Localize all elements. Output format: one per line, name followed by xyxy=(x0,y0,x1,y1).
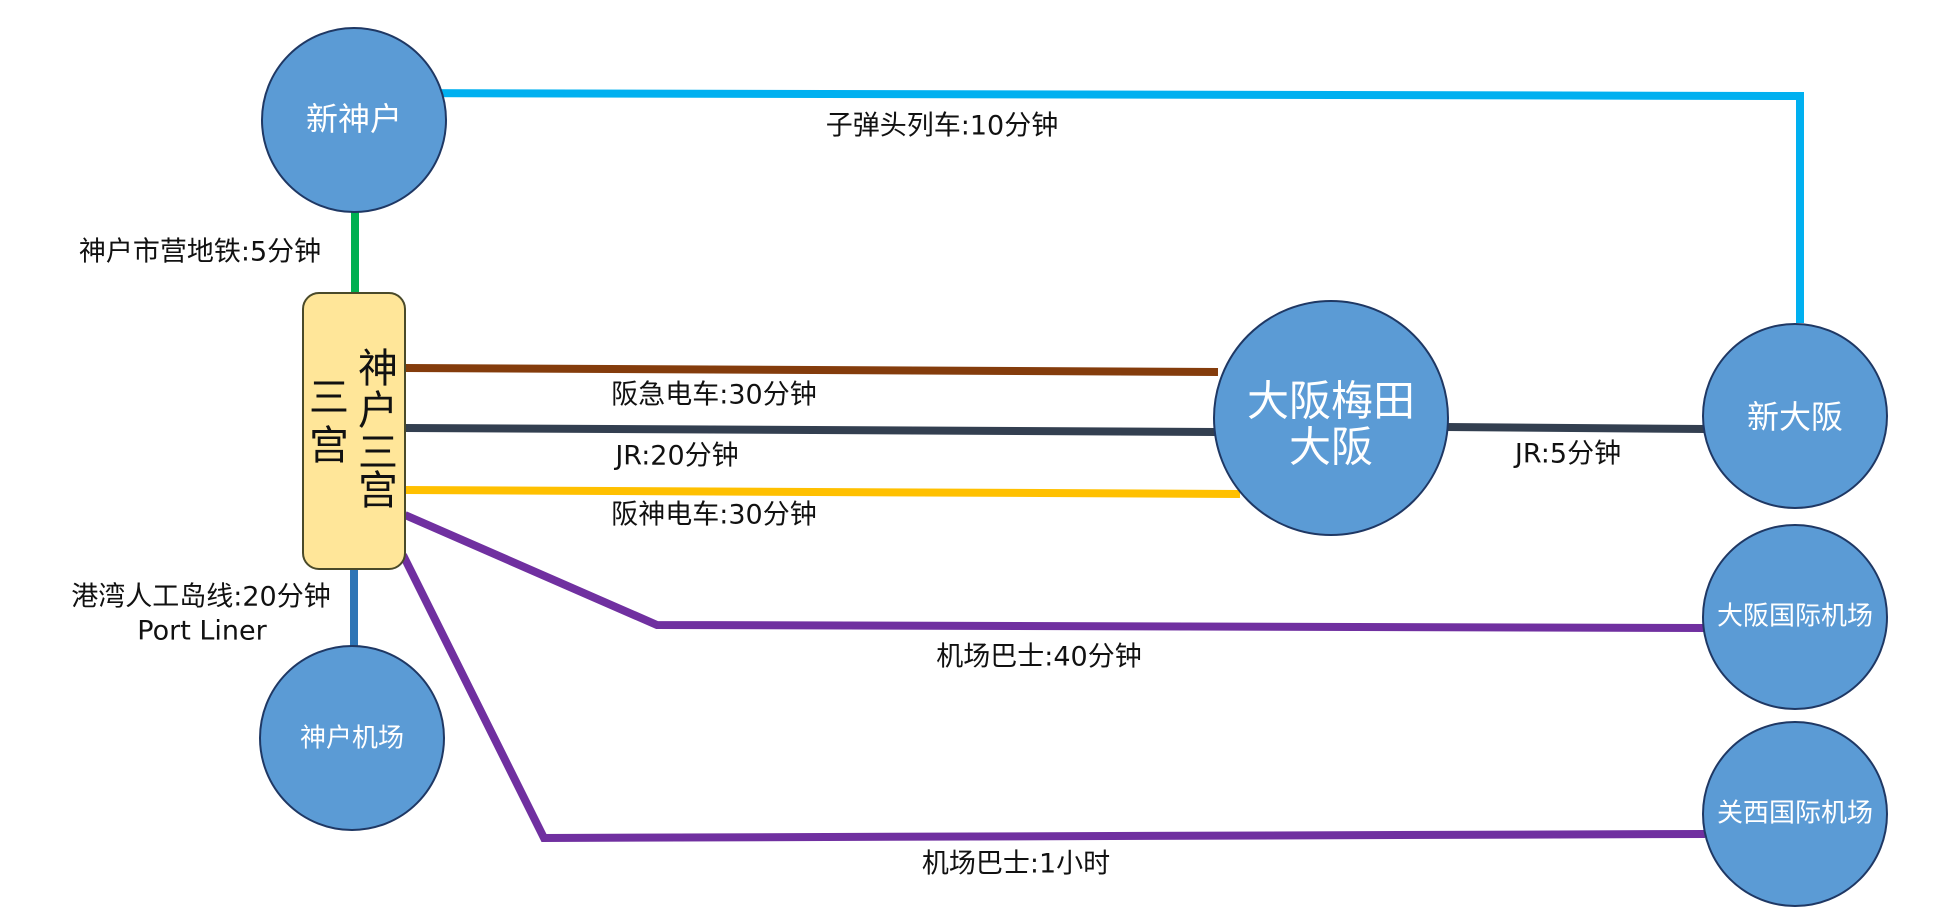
station-label: 神户机场 xyxy=(300,724,404,754)
airport-bus-kansai-line xyxy=(399,553,1706,843)
label-shinkansen: 子弹头列车:10分钟 xyxy=(826,111,1058,142)
hub-right-char: 神 xyxy=(358,346,398,392)
station-label: 新大阪 xyxy=(1747,398,1843,436)
station-shin-osaka[interactable]: 新大阪 xyxy=(1702,323,1888,509)
label-port-liner-en: Port Liner xyxy=(137,616,267,647)
hub-right-char: 三 xyxy=(358,430,398,476)
station-sannomiya-hub[interactable]: 三 宫 神 户 三 宫 xyxy=(302,292,406,570)
label-airport-bus-kansai: 机场巴士:1小时 xyxy=(922,849,1110,880)
hanshin-line xyxy=(404,486,1241,498)
station-label-line2: 大阪 xyxy=(1289,423,1373,472)
station-circle xyxy=(1213,300,1449,536)
label-jr-kobe-osaka: JR:20分钟 xyxy=(613,441,738,472)
hub-right-char: 宫 xyxy=(358,468,398,514)
station-circle xyxy=(1702,721,1888,907)
label-airport-bus-itami: 机场巴士:40分钟 xyxy=(936,642,1141,673)
label-port-liner: 港湾人工岛线:20分钟 xyxy=(71,582,330,613)
station-circle xyxy=(261,27,447,213)
station-osaka-umeda[interactable]: 大阪梅田 大阪 xyxy=(1213,300,1449,536)
station-label: 新神户 xyxy=(306,100,402,138)
hub-left-char: 三 xyxy=(309,375,349,421)
station-label: 关西国际机场 xyxy=(1717,799,1873,829)
jr-osaka-shinosaka-line xyxy=(1444,423,1706,433)
station-itami-airport[interactable]: 大阪国际机场 xyxy=(1702,524,1888,710)
station-circle xyxy=(259,645,445,831)
label-jr-osaka-shinosaka: JR:5分钟 xyxy=(1513,439,1621,470)
hub-left-char: 宫 xyxy=(309,423,349,469)
station-kobe-airport[interactable]: 神户机场 xyxy=(259,645,445,831)
station-label: 大阪国际机场 xyxy=(1717,602,1873,632)
hub-box xyxy=(302,292,406,570)
hankyu-line xyxy=(404,364,1219,376)
station-circle xyxy=(1702,524,1888,710)
hub-right-char: 户 xyxy=(358,388,398,434)
label-hankyu: 阪急电车:30分钟 xyxy=(611,380,816,411)
airport-bus-itami-line xyxy=(403,511,1706,632)
jr-kobe-osaka-line xyxy=(404,424,1216,436)
label-kobe-subway: 神户市营地铁:5分钟 xyxy=(79,237,321,268)
station-kansai-airport[interactable]: 关西国际机场 xyxy=(1702,721,1888,907)
label-hanshin: 阪神电车:30分钟 xyxy=(611,500,816,531)
station-circle xyxy=(1702,323,1888,509)
station-label-line1: 大阪梅田 xyxy=(1247,377,1415,426)
shinkansen-line xyxy=(354,89,1804,323)
station-shin-kobe[interactable]: 新神户 xyxy=(261,27,447,213)
